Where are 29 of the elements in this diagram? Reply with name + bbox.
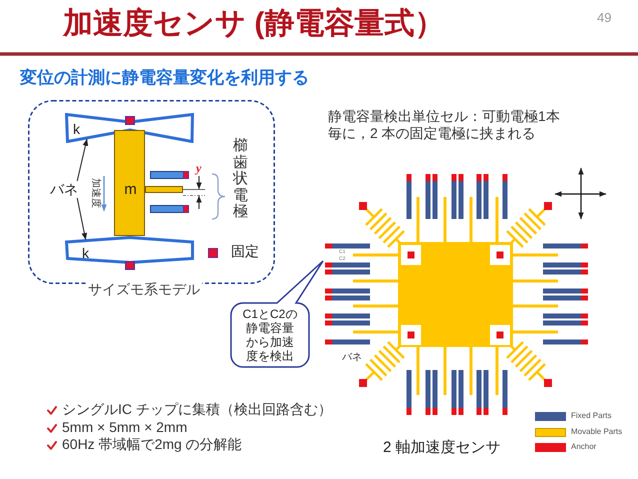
slide-title: 加速度センサ (静電容量式） <box>63 6 444 42</box>
spring-shape <box>65 113 194 143</box>
figure-caption: 2 軸加速度センサ <box>383 439 501 457</box>
legend-label: Fixed Parts <box>571 411 612 421</box>
model-frame <box>28 100 275 299</box>
legend-label: Anchor <box>571 442 596 452</box>
list-item: シングルIC チップに集積（検出回路含む） <box>62 401 332 418</box>
electrode-label: 櫛歯状電極 <box>233 138 248 220</box>
leader-arrow <box>76 138 88 182</box>
legend-label: 固定 <box>231 244 259 260</box>
dimension-label: y <box>196 161 202 176</box>
leader-arrow <box>76 198 88 240</box>
mass-block <box>114 130 145 236</box>
callout-bubble <box>230 260 326 369</box>
page-number: 49 <box>597 10 612 26</box>
spring-constant-label: k <box>73 121 80 138</box>
callout-text: C1とC2の静電容量から加速度を検出 <box>242 307 298 363</box>
frame-caption: サイズモ系モデル <box>86 281 202 298</box>
note-text: 静電容量検出単位セル：可動電極1本毎に，2 本の固定電極に挟まれる <box>328 108 561 142</box>
spring-shape <box>65 236 194 264</box>
legend-label: Movable Parts <box>571 427 622 437</box>
subtitle: 変位の計測に静電容量変化を利用する <box>20 68 309 88</box>
spring-constant-label: k <box>82 245 89 262</box>
spring-label: バネ <box>50 181 82 198</box>
list-item: 5mm × 5mm × 2mm <box>62 419 188 436</box>
mass-label: m <box>123 181 138 199</box>
spring-label: バネ <box>342 352 362 364</box>
list-item: 60Hz 帯域幅で2mg の分解能 <box>62 436 242 453</box>
arrow-label: 加速度 <box>89 177 101 209</box>
